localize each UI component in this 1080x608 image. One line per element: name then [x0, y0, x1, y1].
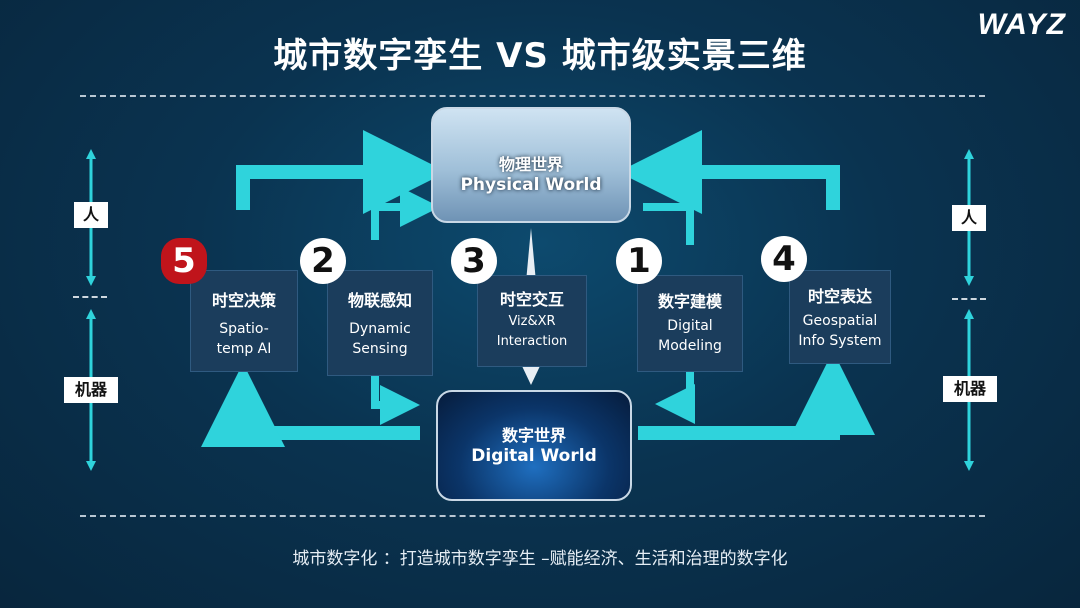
digital-world-box: 数字世界 Digital World: [436, 390, 632, 501]
stage-cn: 物联感知: [347, 291, 412, 310]
arrow-sensing-down: [371, 375, 420, 425]
interaction-arrow-up: [526, 228, 536, 282]
badge-2: 2: [300, 238, 346, 284]
stage-sensing: 物联感知 Dynamic Sensing: [327, 270, 433, 376]
arrow-from-digital-right: [638, 351, 875, 440]
stage-en: Dynamic Sensing: [349, 321, 411, 357]
bottom-divider: [80, 515, 985, 517]
stage-gis: 时空表达 Geospatial Info System: [789, 270, 891, 364]
interaction-arrow-down: [522, 366, 540, 385]
badge-4: 4: [761, 236, 807, 282]
stage-decision: 时空决策 Spatio- temp AI: [190, 270, 298, 372]
top-divider: [80, 95, 985, 97]
stage-en: Spatio- temp AI: [216, 321, 272, 357]
arrow-sensing-up: [371, 187, 440, 240]
digital-world-en: Digital World: [471, 446, 597, 466]
right-separator: [952, 298, 986, 300]
stage-interaction: 时空交互 Viz&XR Interaction: [477, 275, 587, 367]
badge-3: 3: [451, 238, 497, 284]
stage-en: Digital Modeling: [658, 318, 722, 354]
stage-modeling: 数字建模 Digital Modeling: [637, 275, 743, 372]
arrow-modeling-up: [643, 203, 694, 245]
machine-tag-right: 机器: [943, 376, 997, 402]
footer-caption: 城市数字化 ：打造城市数字孪生 –赋能经济、生活和治理的数字化: [292, 549, 788, 569]
stage-cn: 时空决策: [211, 291, 276, 310]
arrow-to-physical-left: [236, 130, 447, 214]
stage-en: Viz&XR Interaction: [496, 314, 568, 349]
badge-5: 5: [161, 238, 207, 284]
physical-world-box: 物理世界 Physical World: [431, 107, 631, 223]
stage-cn: 时空交互: [499, 290, 564, 309]
left-separator: [73, 296, 107, 298]
arrow-from-digital-left: [201, 363, 420, 447]
digital-world-cn: 数字世界: [501, 426, 566, 445]
stage-cn: 数字建模: [657, 292, 722, 311]
arrow-modeling-down: [655, 372, 695, 424]
physical-world-en: Physical World: [460, 175, 602, 195]
physical-world-cn: 物理世界: [498, 155, 563, 174]
arrow-to-physical-right: [618, 130, 840, 214]
stage-en: Geospatial Info System: [798, 313, 882, 349]
machine-tag-left: 机器: [64, 377, 118, 403]
page-title: 城市数字孪生 VS 城市级实景三维: [273, 36, 807, 76]
wayz-logo: WAYZ: [977, 8, 1066, 41]
badge-1: 1: [616, 238, 662, 284]
human-tag-left: 人: [74, 202, 108, 228]
human-tag-right: 人: [952, 205, 986, 231]
stage-cn: 时空表达: [807, 287, 872, 306]
